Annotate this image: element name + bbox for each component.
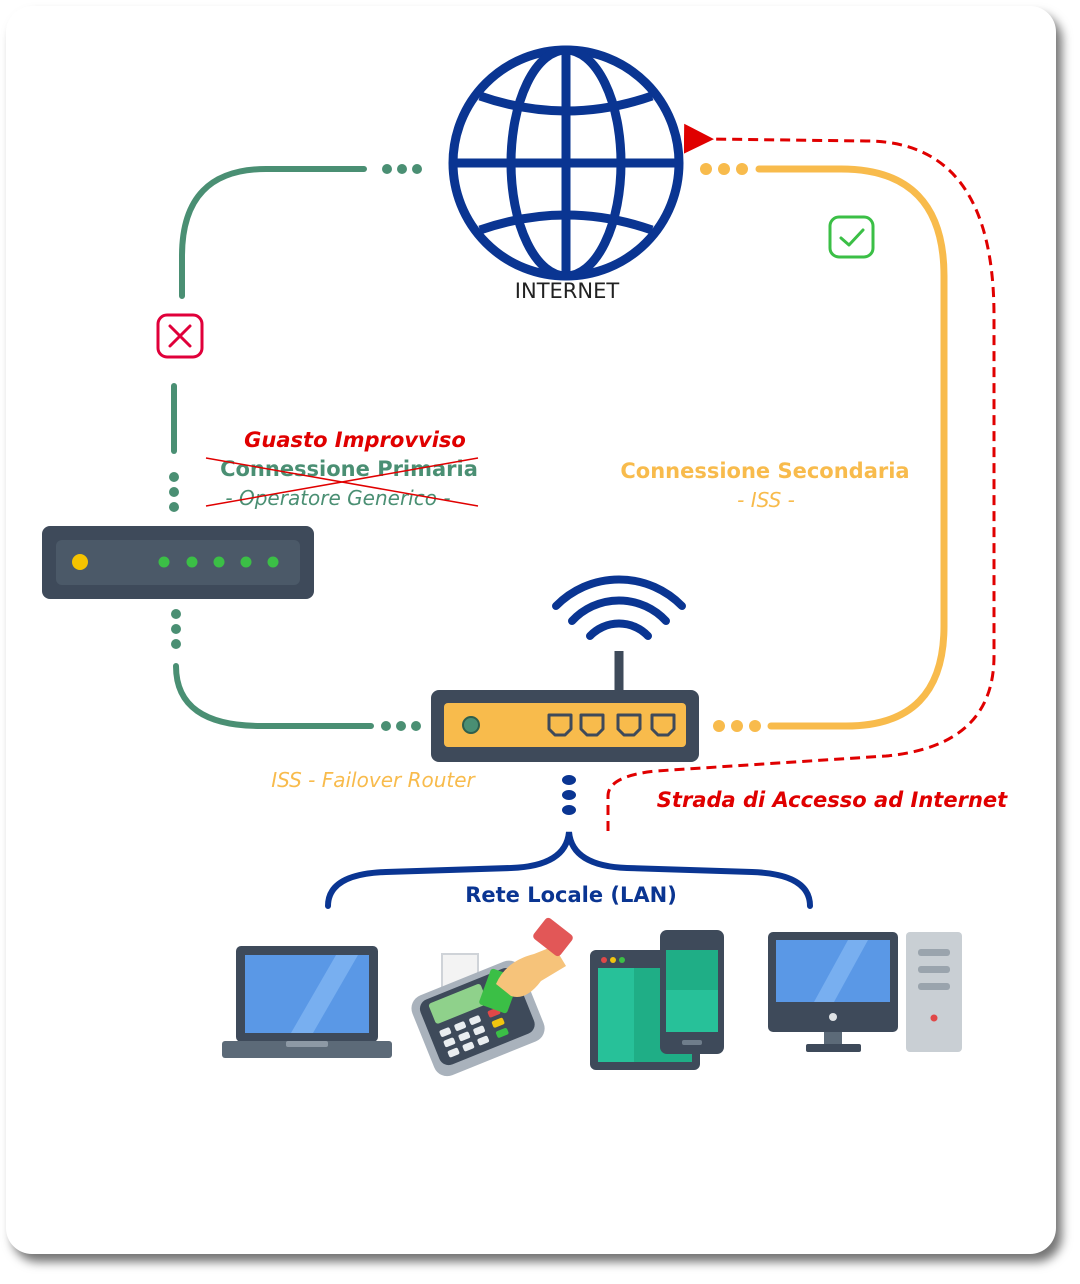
primary-strike-cross xyxy=(205,457,479,507)
failure-label: Guasto Improvviso xyxy=(244,428,466,452)
lan-brace xyxy=(325,831,813,909)
check-icon xyxy=(828,215,875,259)
desktop-pc-icon xyxy=(768,932,962,1052)
modem-icon xyxy=(42,526,314,599)
lan-connection-dots xyxy=(562,775,576,815)
secondary-connection-title: Connessione Secondaria xyxy=(620,459,909,483)
cross-icon xyxy=(156,313,204,359)
globe-icon xyxy=(448,45,684,281)
network-diagram: INTERNET Guasto Improvviso Connessione P… xyxy=(42,45,1008,1077)
diagram-card: INTERNET Guasto Improvviso Connessione P… xyxy=(6,6,1056,1254)
access-path-label: Strada di Accesso ad Internet xyxy=(657,788,1008,812)
primary-connection-subtitle: - Operatore Generico - xyxy=(225,486,450,510)
access-path-line xyxy=(606,123,996,831)
wifi-router-icon xyxy=(431,575,699,762)
lan-label: Rete Locale (LAN) xyxy=(465,883,677,907)
primary-connection-title: Connessione Primaria xyxy=(220,457,478,481)
laptop-icon xyxy=(222,946,392,1058)
pos-terminal-icon xyxy=(411,917,573,1077)
primary-connection-dots xyxy=(169,164,422,731)
router-caption: ISS - Failover Router xyxy=(271,768,476,792)
secondary-connection-line xyxy=(755,165,948,730)
secondary-connection-dots xyxy=(700,163,761,732)
primary-connection-line xyxy=(171,166,374,729)
tablet-phone-icon xyxy=(590,930,724,1070)
secondary-connection-subtitle: - ISS - xyxy=(737,488,795,512)
internet-label: INTERNET xyxy=(515,279,620,303)
